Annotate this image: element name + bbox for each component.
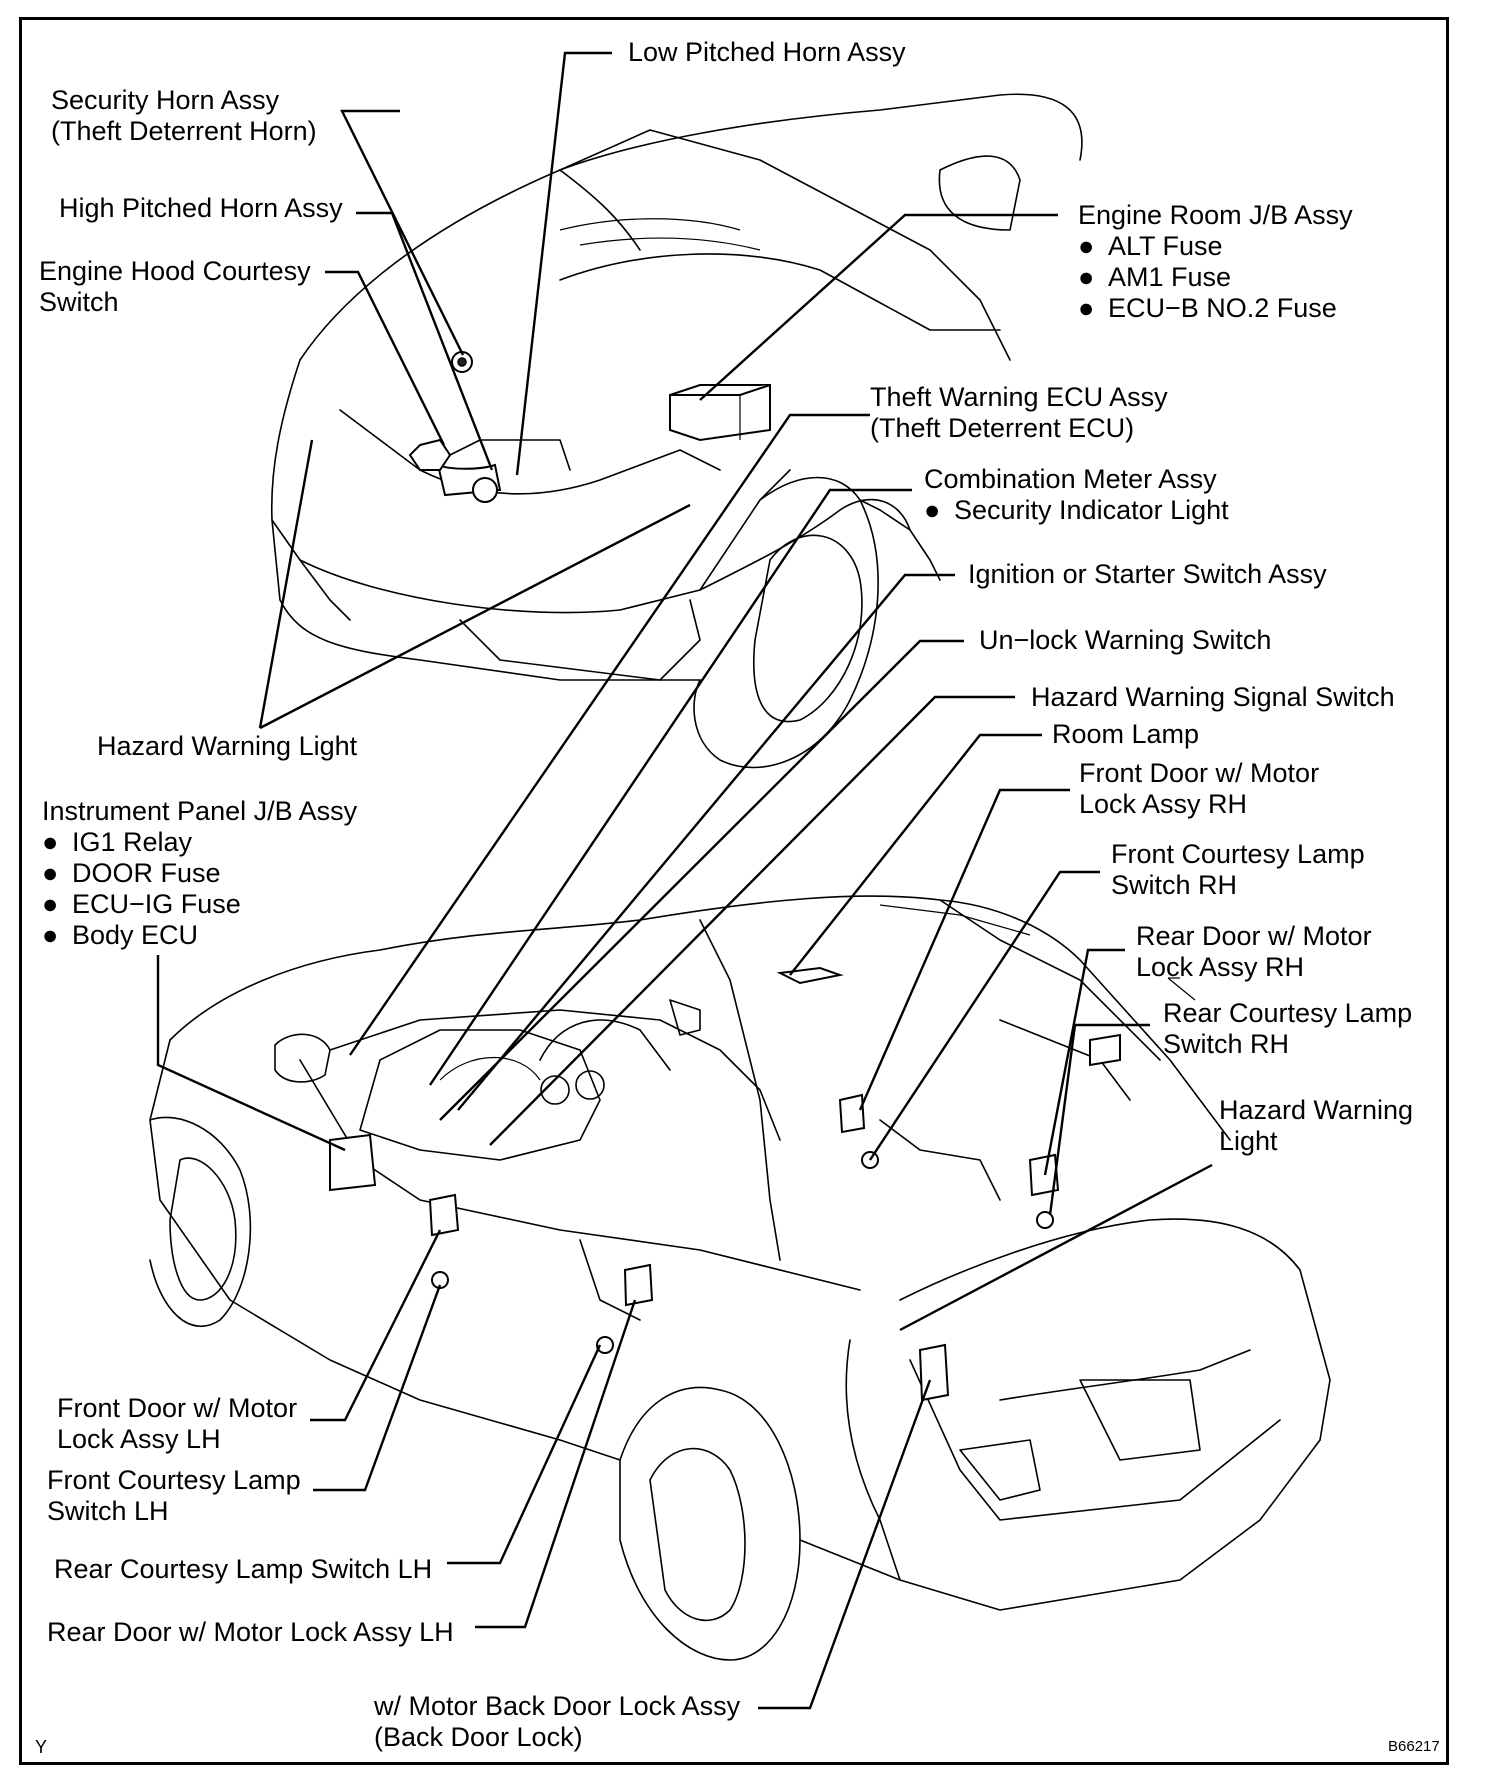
label-rear-door-lh: Rear Door w/ Motor Lock Assy LH [47, 1617, 454, 1648]
label-high-pitched-horn: High Pitched Horn Assy [59, 193, 343, 224]
label-combination-meter: Combination Meter Assy Security Indicato… [924, 464, 1229, 526]
label-security-horn: Security Horn Assy (Theft Deterrent Horn… [51, 85, 317, 147]
label-engine-room-jb-item: ALT Fuse [1078, 231, 1353, 262]
label-low-pitched-horn-text: Low Pitched Horn Assy [628, 37, 906, 67]
label-front-door-rh-line2: Lock Assy RH [1079, 789, 1248, 819]
label-theft-warning-ecu: Theft Warning ECU Assy (Theft Deterrent … [870, 382, 1168, 444]
label-room-lamp: Room Lamp [1052, 719, 1199, 750]
label-hazard-light-rear-line2: Light [1219, 1126, 1278, 1156]
label-rear-courtesy-lh: Rear Courtesy Lamp Switch LH [54, 1554, 432, 1585]
label-combination-meter-item: Security Indicator Light [924, 495, 1229, 526]
label-hazard-light-front: Hazard Warning Light [97, 731, 357, 762]
label-rear-door-rh: Rear Door w/ Motor Lock Assy RH [1136, 921, 1372, 983]
label-hazard-light-rear-line1: Hazard Warning [1219, 1095, 1414, 1125]
label-engine-room-jb-item: ECU−B NO.2 Fuse [1078, 293, 1353, 324]
front-vehicle-illustration [270, 93, 1083, 769]
label-engine-room-jb: Engine Room J/B Assy ALT Fuse AM1 Fuse E… [1078, 200, 1353, 324]
label-security-horn-line1: Security Horn Assy [51, 85, 280, 115]
label-instrument-panel-jb-item: DOOR Fuse [42, 858, 357, 889]
label-front-courtesy-rh: Front Courtesy Lamp Switch RH [1111, 839, 1365, 901]
label-instrument-panel-jb-item: Body ECU [42, 920, 357, 951]
label-hazard-light-rear: Hazard Warning Light [1219, 1095, 1413, 1157]
label-front-courtesy-rh-line2: Switch RH [1111, 870, 1238, 900]
label-front-courtesy-lh-line1: Front Courtesy Lamp [47, 1465, 301, 1495]
label-hazard-signal-switch: Hazard Warning Signal Switch [1031, 682, 1395, 713]
label-front-courtesy-lh: Front Courtesy Lamp Switch LH [47, 1465, 301, 1527]
label-theft-warning-ecu-line2: (Theft Deterrent ECU) [870, 413, 1135, 443]
label-front-door-lh-line1: Front Door w/ Motor [57, 1393, 298, 1423]
label-rear-door-rh-line1: Rear Door w/ Motor [1136, 921, 1372, 951]
label-front-door-rh-line1: Front Door w/ Motor [1079, 758, 1320, 788]
label-back-door-lock-line2: (Back Door Lock) [374, 1722, 583, 1752]
diagram-frame [19, 17, 1449, 1765]
label-ignition-switch: Ignition or Starter Switch Assy [968, 559, 1327, 590]
label-engine-room-jb-item: AM1 Fuse [1078, 262, 1353, 293]
label-rear-courtesy-rh-line1: Rear Courtesy Lamp [1163, 998, 1413, 1028]
label-ignition-switch-text: Ignition or Starter Switch Assy [968, 559, 1327, 589]
label-high-pitched-horn-text: High Pitched Horn Assy [59, 193, 343, 223]
label-rear-courtesy-rh-line2: Switch RH [1163, 1029, 1290, 1059]
label-hazard-signal-switch-text: Hazard Warning Signal Switch [1031, 682, 1395, 712]
label-engine-hood-switch-line1: Engine Hood Courtesy [39, 256, 311, 286]
label-instrument-panel-jb-item: ECU−IG Fuse [42, 889, 357, 920]
label-instrument-panel-jb-item: IG1 Relay [42, 827, 357, 858]
label-instrument-panel-jb: Instrument Panel J/B Assy IG1 Relay DOOR… [42, 796, 357, 951]
figure-code: B66217 [1388, 1738, 1440, 1755]
rear-vehicle-illustration [149, 895, 1331, 1661]
label-room-lamp-text: Room Lamp [1052, 719, 1200, 749]
corner-mark-y: Y [35, 1737, 48, 1757]
label-engine-hood-switch-line2: Switch [39, 287, 119, 317]
label-unlock-warning-switch-text: Un−lock Warning Switch [979, 625, 1272, 655]
label-security-horn-line2: (Theft Deterrent Horn) [51, 116, 317, 146]
label-rear-courtesy-lh-text: Rear Courtesy Lamp Switch LH [54, 1554, 433, 1584]
label-unlock-warning-switch: Un−lock Warning Switch [979, 625, 1271, 656]
label-hazard-light-front-text: Hazard Warning Light [97, 731, 358, 761]
label-front-courtesy-lh-line2: Switch LH [47, 1496, 169, 1526]
label-engine-hood-switch: Engine Hood Courtesy Switch [39, 256, 311, 318]
label-combination-meter-title: Combination Meter Assy [924, 464, 1217, 494]
label-back-door-lock: w/ Motor Back Door Lock Assy (Back Door … [374, 1691, 740, 1753]
label-front-door-rh: Front Door w/ Motor Lock Assy RH [1079, 758, 1319, 820]
label-low-pitched-horn: Low Pitched Horn Assy [628, 37, 906, 68]
label-rear-courtesy-rh: Rear Courtesy Lamp Switch RH [1163, 998, 1412, 1060]
label-front-courtesy-rh-line1: Front Courtesy Lamp [1111, 839, 1365, 869]
label-rear-door-rh-line2: Lock Assy RH [1136, 952, 1305, 982]
label-engine-room-jb-title: Engine Room J/B Assy [1078, 200, 1353, 230]
leader-lines [156, 51, 1213, 1710]
label-front-door-lh-line2: Lock Assy LH [57, 1424, 221, 1454]
label-rear-door-lh-text: Rear Door w/ Motor Lock Assy LH [47, 1617, 454, 1647]
label-front-door-lh: Front Door w/ Motor Lock Assy LH [57, 1393, 297, 1455]
label-instrument-panel-jb-title: Instrument Panel J/B Assy [42, 796, 358, 826]
label-theft-warning-ecu-line1: Theft Warning ECU Assy [870, 382, 1168, 412]
label-back-door-lock-line1: w/ Motor Back Door Lock Assy [374, 1691, 741, 1721]
